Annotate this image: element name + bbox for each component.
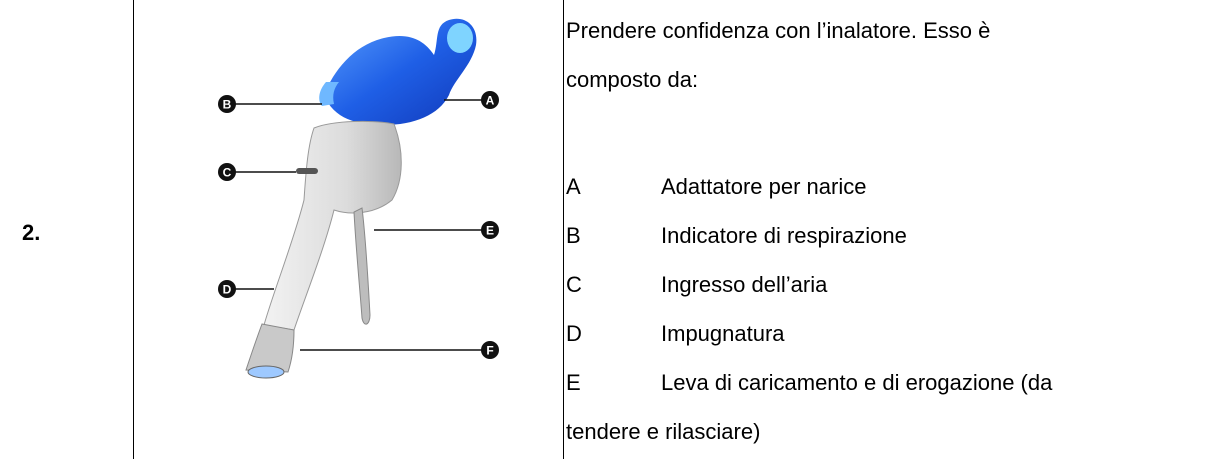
intro-line-1: Prendere confidenza con l’inalatore. Ess… [566,18,991,43]
callout-a: A [486,94,495,108]
part-e-continuation: tendere e rilasciare) [566,419,761,444]
callout-markers: A B C D E F [218,91,499,359]
column-divider-right [563,0,564,459]
lever-shape [353,207,371,325]
callout-d: D [223,283,232,297]
column-divider-left [133,0,134,459]
callout-e: E [486,224,494,238]
nosepiece-opening [447,23,473,53]
intro-line-2: composto da: [566,67,699,92]
callout-c: C [223,166,232,180]
air-inlet-shape [296,168,318,174]
inhaler-body-shape [263,120,402,331]
inhaler-diagram: A B C D E F [218,18,499,379]
part-item-b: B Indicatore di respirazione [566,223,907,248]
dose-window [247,365,285,379]
part-item-a: A Adattatore per narice [566,174,867,199]
callout-b: B [223,98,232,112]
callout-lines [230,99,486,351]
part-item-e: E Leva di caricamento e di erogazione (d… [566,370,1053,395]
callout-f: F [486,344,493,358]
part-item-d: D Impugnatura [566,321,785,346]
inhaler-illustration: A B C D E F [134,0,562,459]
breath-indicator-shape [319,82,339,106]
nosepiece-shape [324,18,477,125]
part-item-c: C Ingresso dell’aria [566,272,828,297]
bottom-cap-shape [245,323,295,373]
step-number: 2. [22,220,41,245]
